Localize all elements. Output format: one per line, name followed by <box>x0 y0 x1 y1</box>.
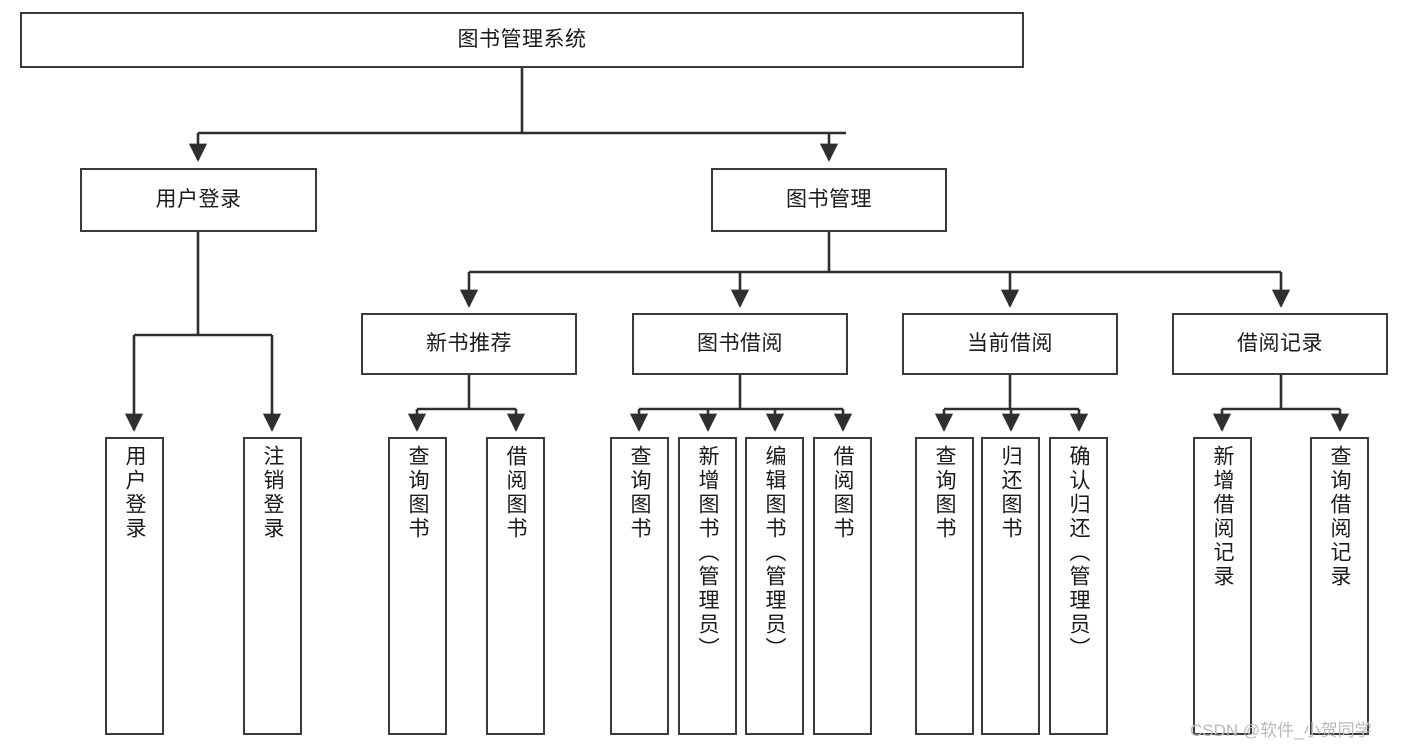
leaf-current-query-book[interactable]: 查询图书 <box>915 437 974 735</box>
node-user-login[interactable]: 用户登录 <box>80 168 317 232</box>
leaf-recommend-borrow-book[interactable]: 借阅图书 <box>486 437 545 735</box>
csdn-watermark: CSDN @软件_小贺同学 <box>1190 721 1372 740</box>
node-label: 编辑图书（管理员） <box>763 445 786 661</box>
node-label: 图书管理系统 <box>457 28 587 52</box>
node-label: 确认归还（管理员） <box>1067 445 1090 661</box>
node-label: 借阅记录 <box>1237 332 1323 356</box>
leaf-borrow-borrow-book[interactable]: 借阅图书 <box>813 437 872 735</box>
leaf-borrow-add-book-admin[interactable]: 新增图书（管理员） <box>678 437 737 735</box>
node-new-book-recommend[interactable]: 新书推荐 <box>361 313 577 375</box>
node-label: 借阅图书 <box>504 445 527 541</box>
node-label: 新增图书（管理员） <box>696 445 719 661</box>
node-label: 图书管理 <box>786 188 872 212</box>
node-label: 新增借阅记录 <box>1211 445 1234 589</box>
leaf-current-confirm-return-admin[interactable]: 确认归还（管理员） <box>1049 437 1108 735</box>
node-label: 查询图书 <box>933 445 956 541</box>
node-label: 当前借阅 <box>967 332 1053 356</box>
node-book-management[interactable]: 图书管理 <box>711 168 947 232</box>
leaf-record-add-record[interactable]: 新增借阅记录 <box>1193 437 1252 735</box>
leaf-user-login-logout[interactable]: 注销登录 <box>243 437 302 735</box>
node-label: 用户登录 <box>123 445 146 541</box>
node-root-system[interactable]: 图书管理系统 <box>20 12 1024 68</box>
node-label: 新书推荐 <box>426 332 512 356</box>
node-book-borrow[interactable]: 图书借阅 <box>632 313 848 375</box>
leaf-borrow-query-book[interactable]: 查询图书 <box>610 437 669 735</box>
leaf-record-query-record[interactable]: 查询借阅记录 <box>1310 437 1369 735</box>
leaf-recommend-query-book[interactable]: 查询图书 <box>388 437 447 735</box>
leaf-current-return-book[interactable]: 归还图书 <box>981 437 1040 735</box>
node-label: 注销登录 <box>261 445 284 541</box>
node-current-borrow[interactable]: 当前借阅 <box>902 313 1118 375</box>
node-borrow-record[interactable]: 借阅记录 <box>1172 313 1388 375</box>
leaf-user-login-login[interactable]: 用户登录 <box>105 437 164 735</box>
node-label: 归还图书 <box>999 445 1022 541</box>
leaf-borrow-edit-book-admin[interactable]: 编辑图书（管理员） <box>745 437 804 735</box>
node-label: 查询图书 <box>406 445 429 541</box>
node-label: 用户登录 <box>155 188 242 212</box>
node-label: 查询图书 <box>628 445 651 541</box>
node-label: 图书借阅 <box>697 332 783 356</box>
node-label: 查询借阅记录 <box>1328 445 1351 589</box>
node-label: 借阅图书 <box>831 445 854 541</box>
